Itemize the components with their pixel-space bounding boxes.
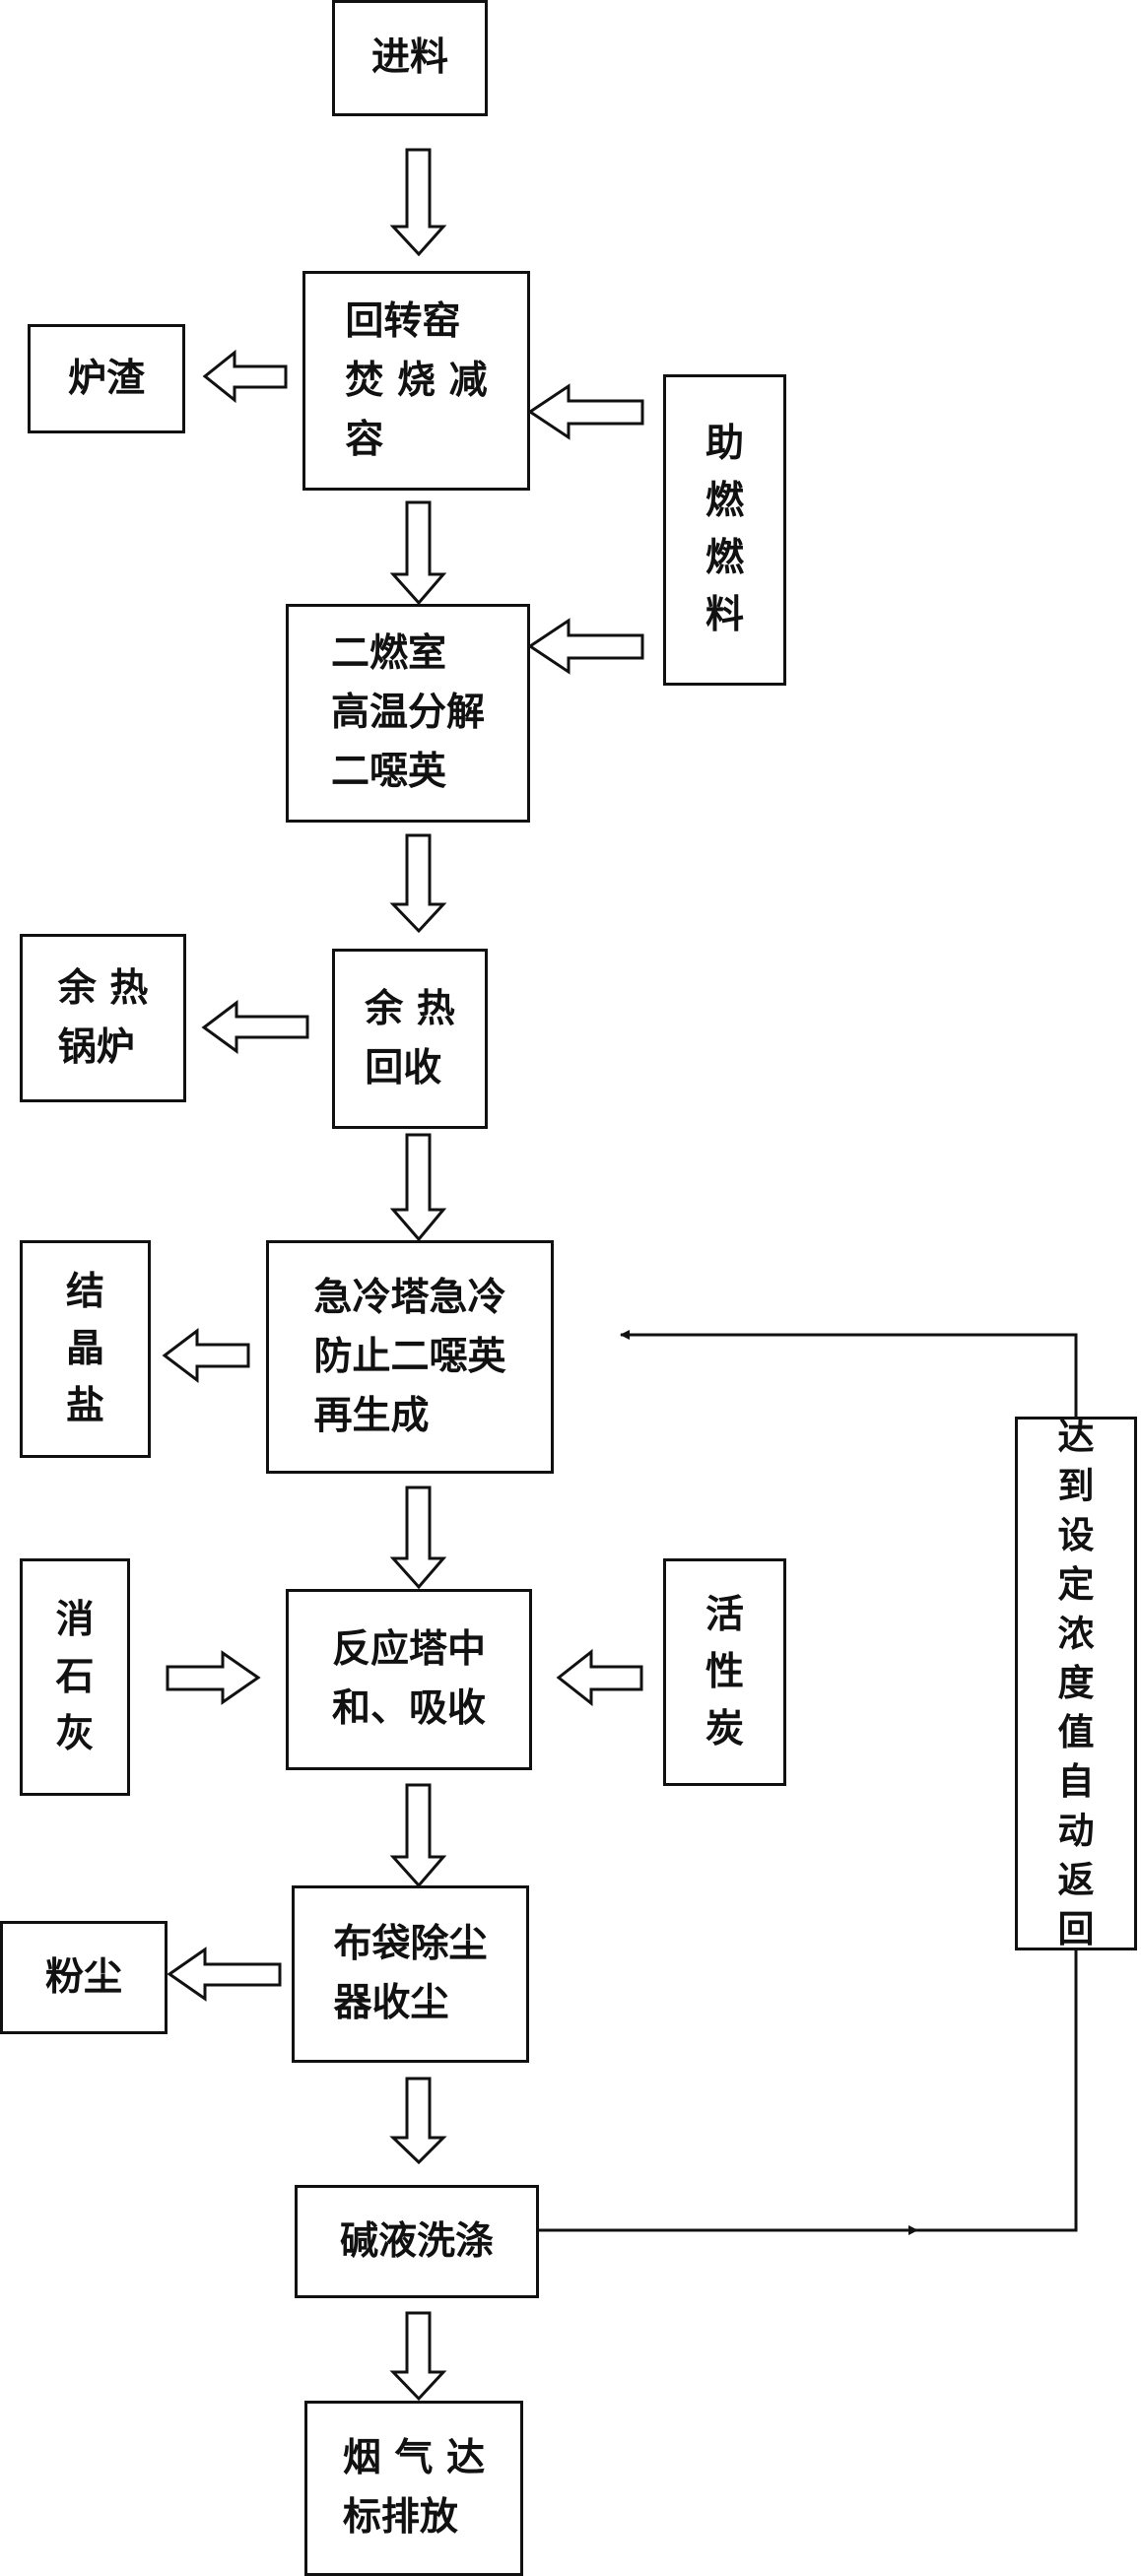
node-auto-return-label: 达到设定浓度值自动返回	[1057, 1416, 1095, 1950]
node-aux-fuel: 助燃燃料	[663, 374, 786, 686]
node-salt: 结晶盐	[20, 1240, 151, 1458]
arrow-baghouse-to-scrubber	[389, 2077, 447, 2165]
arrow-baghouse-to-dust	[167, 1947, 282, 2002]
node-baghouse-label: 布袋除尘 器收尘	[333, 1922, 488, 2025]
arrow-feed-to-kiln	[389, 148, 447, 257]
node-slag-label: 炉渣	[67, 356, 145, 401]
arrow-fuel-to-kiln	[527, 383, 644, 440]
node-stack-emission: 烟 气 达 标排放	[304, 2401, 523, 2576]
node-secondary-chamber: 二燃室 高温分解 二噁英	[286, 604, 530, 823]
node-heat-recovery-label: 余 热 回收	[365, 986, 455, 1090]
node-reactor-label: 反应塔中 和、吸收	[331, 1627, 486, 1731]
arrow-lime-to-reactor	[166, 1650, 261, 1705]
node-dust: 粉尘	[0, 1921, 168, 2034]
node-aux-fuel-label: 助燃燃料	[705, 422, 745, 637]
arrow-kiln-to-slag	[202, 349, 288, 404]
arrow-heat-to-boiler	[201, 999, 309, 1054]
node-slag: 炉渣	[28, 324, 185, 433]
node-boiler-label: 余 热 锅炉	[57, 965, 149, 1070]
node-feed-label: 进料	[370, 35, 448, 80]
arrow-reactor-to-baghouse	[389, 1783, 447, 1888]
arrow-quench-to-reactor	[389, 1486, 447, 1590]
node-dust-label: 粉尘	[44, 1954, 122, 2000]
arrow-kiln-to-secondary	[389, 500, 447, 606]
node-activated-carbon: 活性炭	[663, 1558, 786, 1786]
node-reactor: 反应塔中 和、吸收	[286, 1589, 532, 1770]
node-secondary-chamber-label: 二燃室 高温分解 二噁英	[330, 631, 485, 794]
node-heat-recovery: 余 热 回收	[332, 949, 488, 1129]
node-lime-label: 消石灰	[55, 1597, 95, 1756]
node-feed: 进料	[332, 0, 488, 116]
node-activated-carbon-label: 活性炭	[705, 1592, 745, 1751]
node-stack-emission-label: 烟 气 达 标排放	[342, 2436, 486, 2540]
node-kiln-label: 回转窑 焚 烧 减 容	[345, 298, 488, 462]
arrow-fuel-to-secondary	[527, 618, 644, 675]
arrow-carbon-to-reactor	[556, 1648, 643, 1707]
node-lime: 消石灰	[20, 1558, 130, 1796]
node-quench-tower-label: 急冷塔急冷 防止二噁英 再生成	[313, 1275, 506, 1438]
node-scrubber-label: 碱液洗涤	[339, 2218, 494, 2264]
node-boiler: 余 热 锅炉	[20, 934, 186, 1102]
line-return-to-quench	[620, 1330, 1078, 1417]
arrow-quench-to-salt	[162, 1327, 250, 1384]
node-scrubber: 碱液洗涤	[295, 2185, 539, 2298]
arrow-secondary-to-heat	[389, 833, 447, 934]
node-quench-tower: 急冷塔急冷 防止二噁英 再生成	[266, 1240, 554, 1474]
arrow-heat-to-quench	[389, 1133, 447, 1242]
node-auto-return: 达到设定浓度值自动返回	[1015, 1416, 1137, 1950]
node-baghouse: 布袋除尘 器收尘	[292, 1885, 529, 2063]
arrow-scrubber-to-stack	[389, 2311, 447, 2402]
node-kiln: 回转窑 焚 烧 减 容	[302, 271, 530, 491]
line-return-from-scrubber	[905, 1950, 1078, 2232]
node-salt-label: 结晶盐	[66, 1269, 105, 1428]
